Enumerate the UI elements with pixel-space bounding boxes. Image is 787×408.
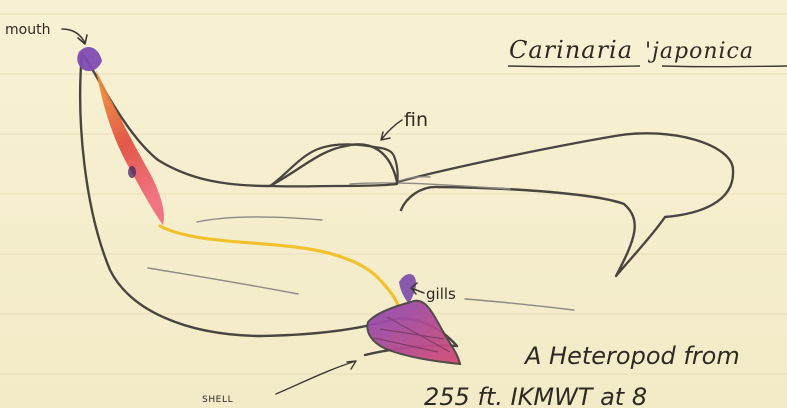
note-line-2: 255 ft. IKMWT at 8 bbox=[424, 383, 647, 408]
body-shading bbox=[148, 177, 574, 310]
shell-label: SHELL bbox=[202, 395, 233, 405]
proboscis-gland bbox=[96, 70, 164, 225]
gland-spot bbox=[128, 166, 136, 178]
gut-tube bbox=[160, 226, 398, 305]
fin-label: fin bbox=[404, 109, 428, 131]
species-name: 'japonica bbox=[645, 39, 754, 64]
mouth-arrow bbox=[62, 29, 87, 44]
title-underline bbox=[508, 66, 787, 67]
shell-arrow bbox=[276, 361, 356, 394]
species-genus: Carinaria bbox=[509, 36, 633, 64]
note-line-1: A Heteropod from bbox=[523, 342, 740, 370]
mouth-purple bbox=[77, 47, 102, 71]
fin-arrow bbox=[381, 120, 402, 140]
mouth-label: mouth bbox=[5, 22, 50, 38]
gills-label: gills bbox=[426, 285, 456, 303]
